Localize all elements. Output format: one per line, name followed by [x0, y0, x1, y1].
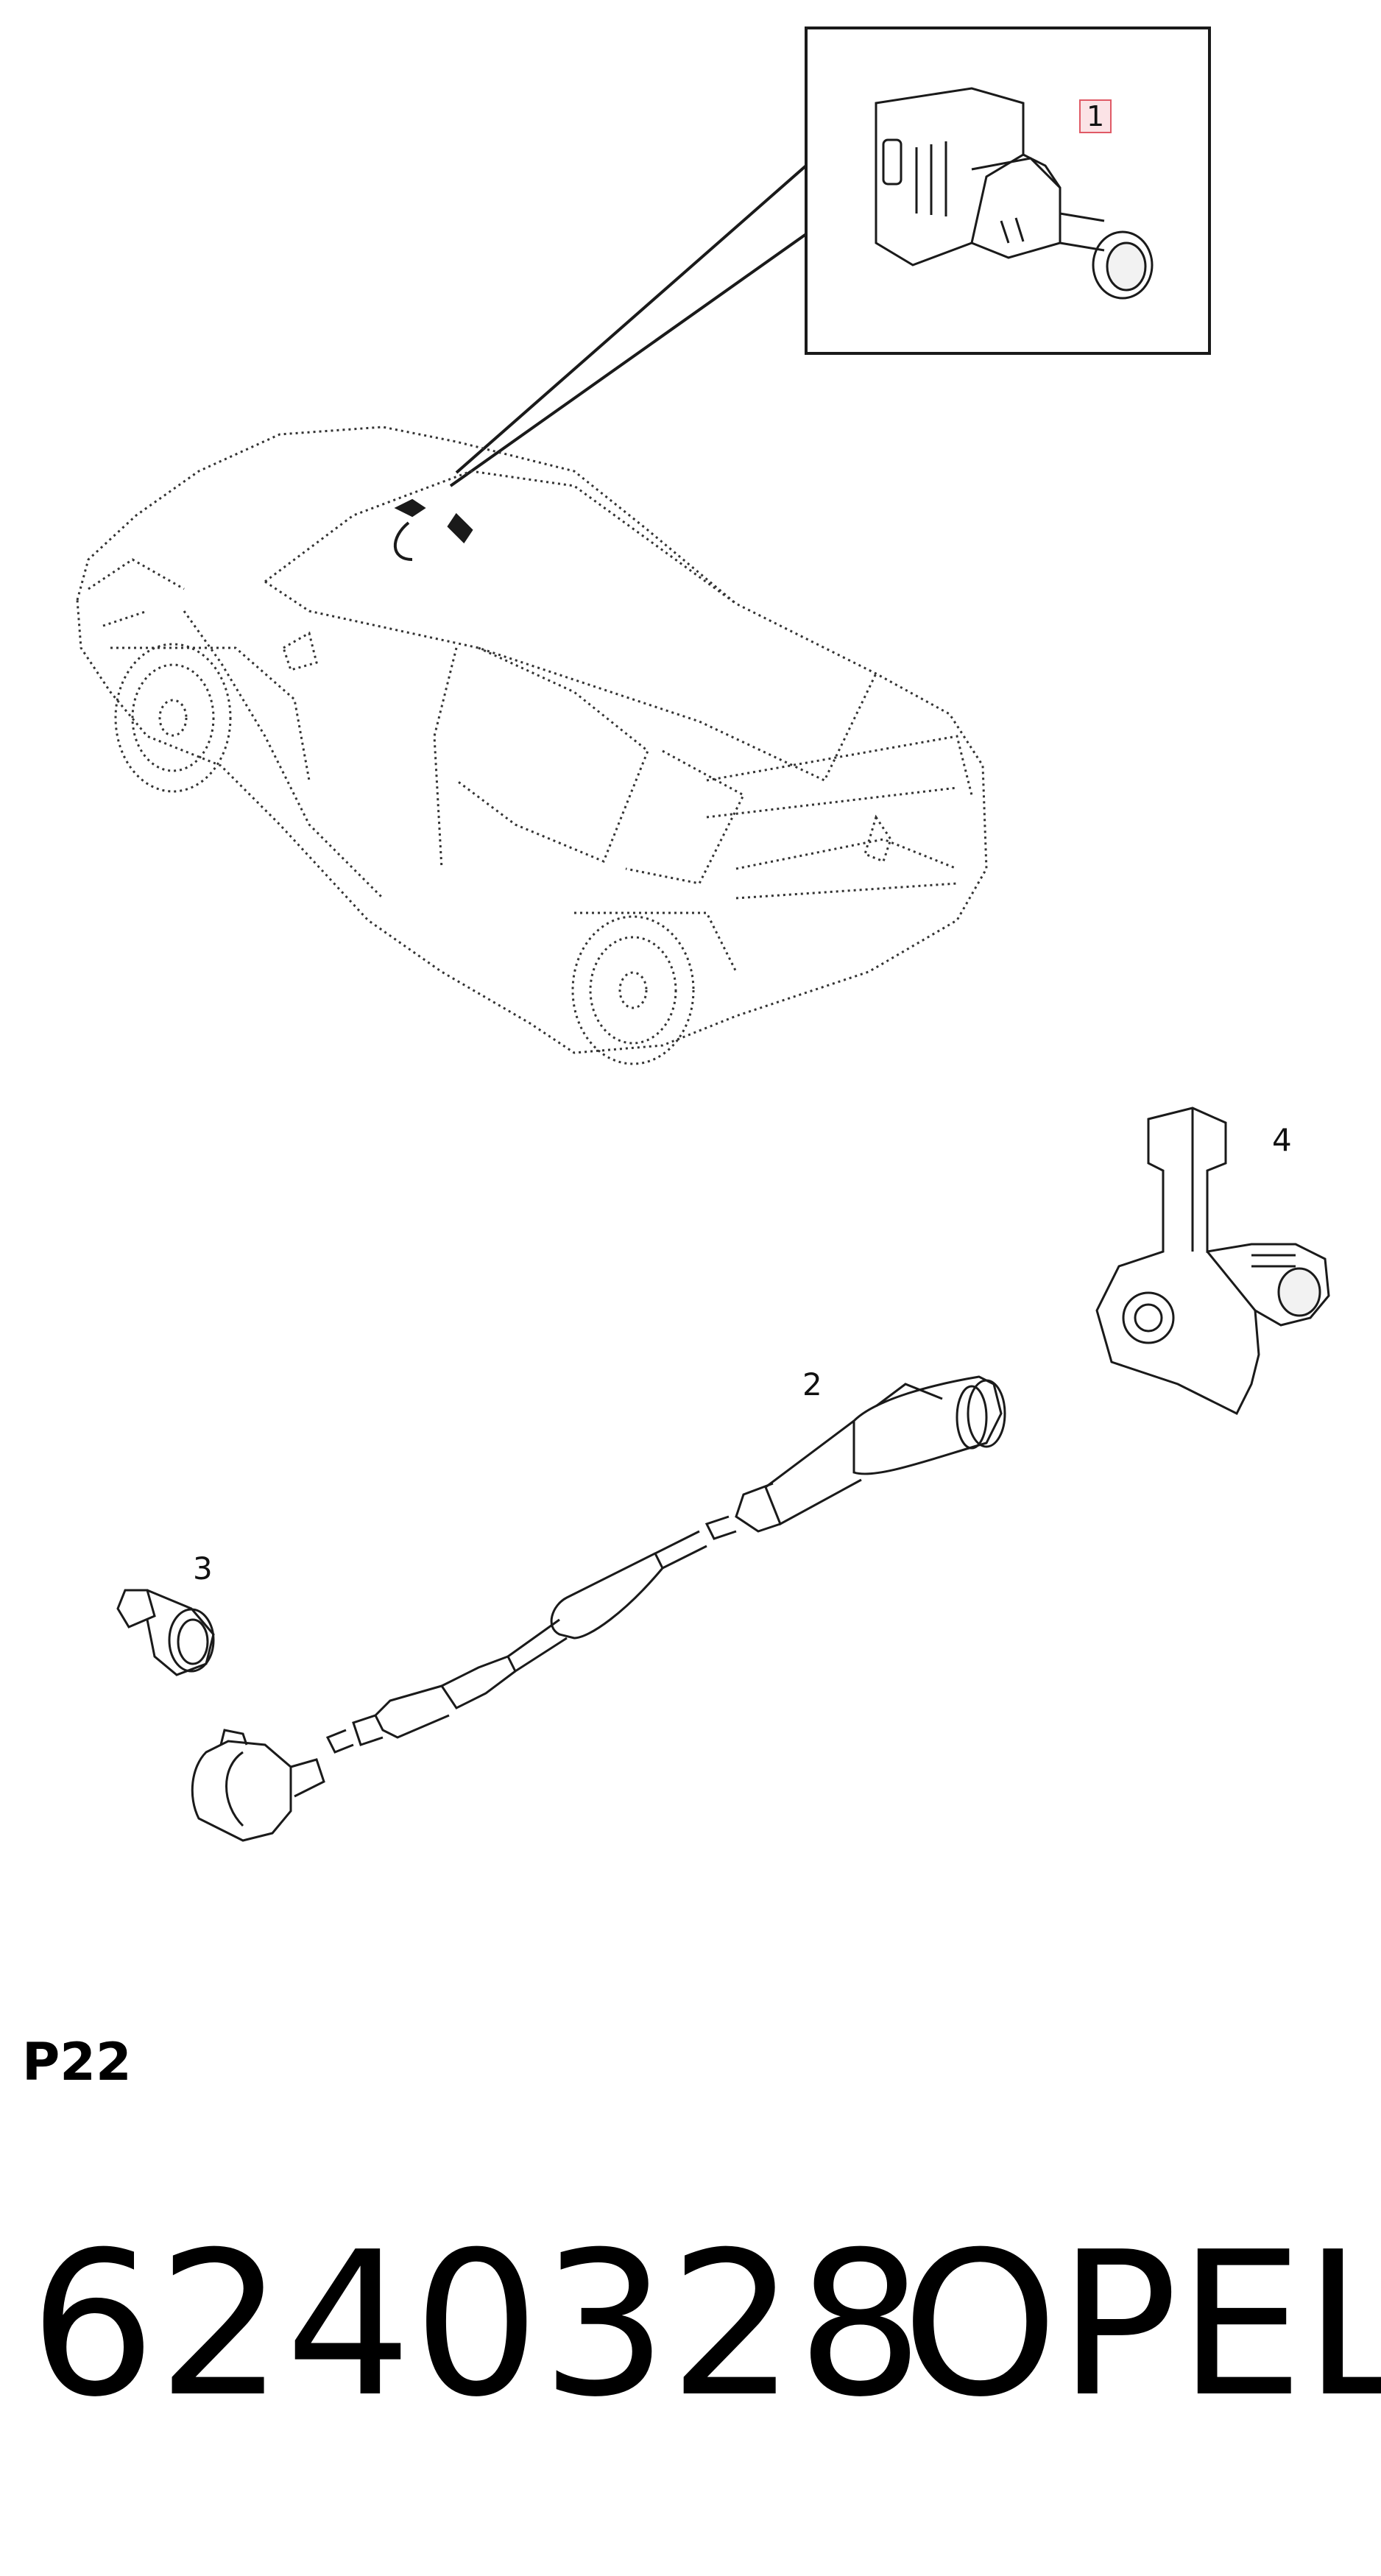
- detail-inset: [449, 27, 1211, 487]
- callout-3: 3: [193, 1550, 213, 1587]
- callout-2: 2: [802, 1366, 822, 1402]
- part-number: 6240328: [29, 2209, 925, 2441]
- grommet-part: [116, 1589, 215, 1676]
- page-code: P22: [22, 2032, 132, 2092]
- switch-bracket-part: [1095, 1107, 1330, 1416]
- vehicle-outline: [76, 426, 988, 1065]
- brake-switch-part: [875, 87, 1154, 300]
- parts-diagram: [76, 27, 1330, 1842]
- callout-4: 4: [1272, 1122, 1292, 1158]
- switch-location-marker: [393, 498, 473, 561]
- sensor-cable-part: [325, 1375, 1006, 1754]
- connector-part: [191, 1729, 325, 1842]
- callout-1: 1: [1079, 99, 1112, 133]
- brand-name: OPEL: [902, 2209, 1381, 2441]
